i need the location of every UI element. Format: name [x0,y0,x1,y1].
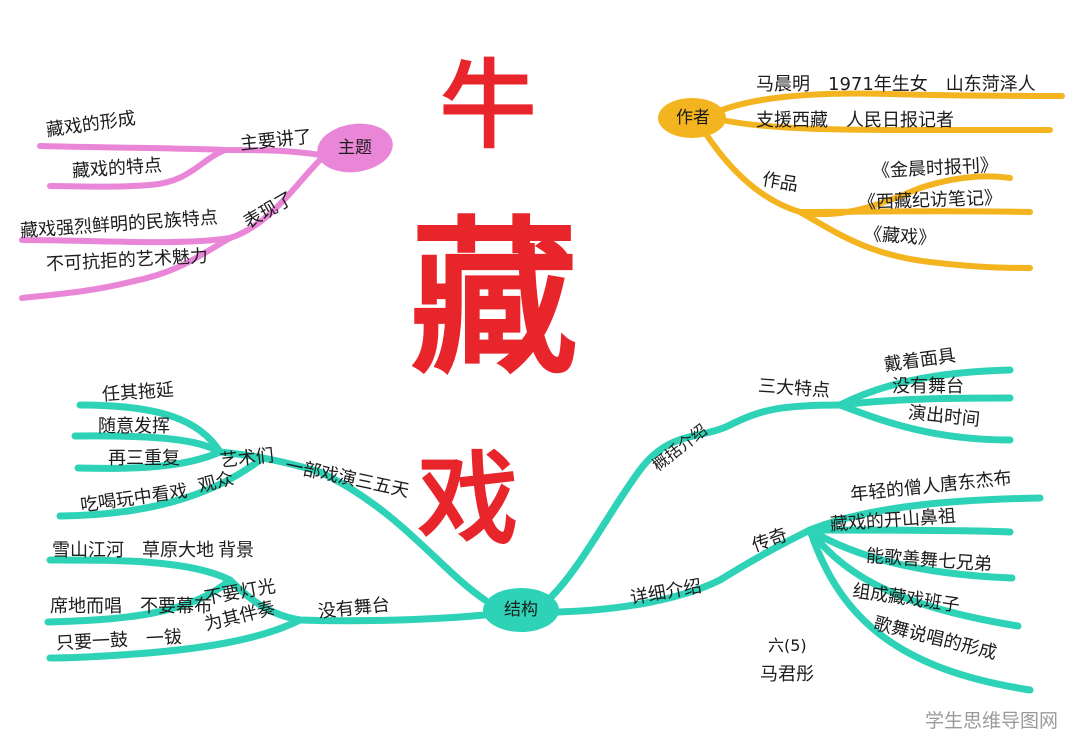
theme-node-label: 主题 [338,138,372,158]
structure-branch-line [46,616,304,662]
author-node [658,98,726,138]
stage-background: 背景 [218,540,254,561]
structure-branch-line [56,456,264,520]
structure-node [483,588,559,632]
structure-branch-line [71,432,224,456]
title-char-niu: 牛 [440,50,536,162]
author-node-label: 作者 [676,108,710,128]
author-branch-line [719,90,1065,113]
author-branch-line [719,117,1053,134]
structure-branch-line [806,526,1016,582]
structure-branch-line [74,448,224,472]
author-branch-line [797,208,1033,215]
structure-node-label: 结构 [504,600,538,620]
author-work-item: 《藏戏》 [863,223,937,250]
artist-item: 任其拖延 [101,379,175,406]
overview-sub: 三大特点 [757,375,831,402]
theme-branch-line [47,147,228,190]
author-branch-line [797,209,1033,271]
structure-branch-line [554,526,814,616]
branch-lines [19,90,1065,694]
title-char-xi: 戏 [418,441,518,558]
stage-background-item: 雪山江河 草原大地 [52,540,214,561]
theme-node [317,123,393,173]
author-line: 马晨明 1971年生女 山东菏泽人 [756,74,1036,95]
signature-name: 马君彤 [760,664,814,685]
structure-branch-line [806,526,1022,630]
structure-branch-line [46,556,489,625]
watermark: 学生思维导图网 [924,710,1058,732]
structure-branch-line [544,401,844,604]
author-work-item: 《西藏纪访笔记》 [857,187,1003,214]
structure-branch-line [806,526,1014,536]
author-line: 支援西藏 人民日报记者 [756,110,954,131]
theme-branch-line [37,143,323,158]
artist-item: 随意发挥 [98,416,170,437]
title-char-zang: 藏 [410,201,578,397]
structure-branch-line [836,366,1014,409]
signature-class: 六(5) [768,636,807,655]
structure-branch-line [806,494,1044,534]
structure-branch-line [836,394,1014,409]
structure-branch-line [76,401,224,456]
structure-branch-line [216,448,489,604]
structure-branch-line [806,526,1034,694]
overview-item: 没有舞台 [892,376,964,397]
structure-branch-line [836,401,1014,444]
theme-branch-line [19,235,233,301]
stage-light-item: 席地而唱 不要幕布 [50,596,212,617]
structure-branch-line [44,576,234,626]
artist-item: 再三重复 [108,448,180,469]
